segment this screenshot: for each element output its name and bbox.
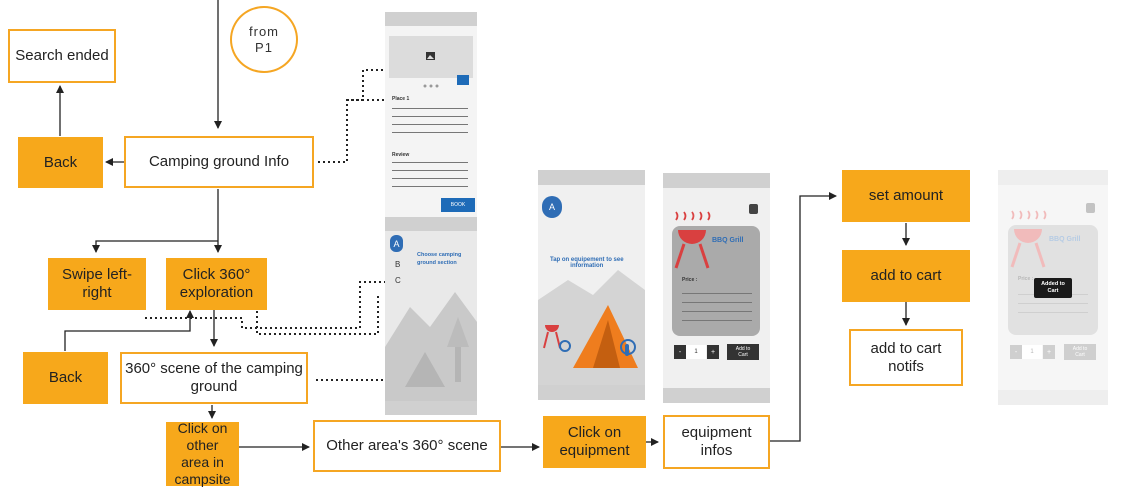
add-to-cart-node: add to cart bbox=[842, 250, 970, 302]
swipe-node: Swipe left- right bbox=[48, 258, 146, 310]
back-top-node: Back bbox=[18, 137, 103, 188]
back-top-label: Back bbox=[43, 153, 78, 171]
qty-value-faded[interactable]: 1 bbox=[1022, 345, 1042, 359]
qty-minus-faded[interactable]: - bbox=[1010, 345, 1022, 359]
equipment-infos-node: equipment infos bbox=[663, 415, 770, 469]
swipe-label: Swipe left- right bbox=[61, 266, 133, 301]
arrow-info-to-swipe bbox=[92, 240, 218, 253]
section-option-a[interactable]: A bbox=[390, 235, 403, 252]
back-mid-label: Back bbox=[48, 369, 83, 386]
wireframe-grill: BBQ Grill Price : - 1 + Add to Cart bbox=[663, 173, 770, 403]
arrow-scene-to-back bbox=[64, 330, 134, 351]
choose-section-hint: Choose camping ground section bbox=[417, 252, 462, 266]
scene360-node: 360° scene of the camping ground bbox=[120, 352, 308, 404]
trash-icon[interactable] bbox=[749, 204, 758, 214]
add-to-cart-button[interactable]: Add to Cart bbox=[727, 344, 759, 360]
grill-icon-faded bbox=[1010, 210, 1047, 268]
set-amount-label: set amount bbox=[868, 187, 944, 204]
section-option-c[interactable]: C bbox=[395, 276, 401, 285]
arrow-scene-to-click360 bbox=[134, 310, 194, 332]
from-p1-circle: from P1 bbox=[230, 6, 298, 73]
search-ended-node: Search ended bbox=[8, 29, 116, 83]
wireframe-cart-topbar bbox=[998, 170, 1108, 185]
cart-grill-title: BBQ Grill bbox=[1049, 236, 1081, 243]
cart-price-label: Price : bbox=[1018, 276, 1034, 282]
grill-icon bbox=[674, 211, 711, 269]
other-area-scene-label: Other area's 360° scene bbox=[326, 437, 488, 454]
wireframe-grill-topbar bbox=[663, 173, 770, 188]
info-place-label: Place 1 bbox=[392, 96, 410, 102]
qty-plus-button[interactable]: + bbox=[707, 345, 719, 359]
add-to-cart-notifs-node: add to cart notifs bbox=[849, 329, 963, 386]
set-amount-node: set amount bbox=[842, 170, 970, 222]
scene360-label: 360° scene of the camping ground bbox=[125, 360, 303, 395]
book-button[interactable]: BOOK bbox=[441, 198, 475, 212]
click-other-area-label: Click on other area in campsite bbox=[174, 420, 231, 487]
back-mid-node: Back bbox=[23, 352, 108, 404]
grill-price-label: Price : bbox=[682, 277, 698, 283]
wireframe-cart-bottombar bbox=[998, 390, 1108, 405]
tap-hand-icon bbox=[620, 339, 636, 356]
tap-equipment-hint: Tap on equipement to see information bbox=[550, 257, 624, 269]
wireframe-tap-equipment: A Tap on equipement to see information bbox=[538, 170, 645, 400]
share-button[interactable] bbox=[457, 75, 469, 85]
camping-ground-info-node: Camping ground Info bbox=[124, 136, 314, 188]
wireframe-info-topbar bbox=[385, 12, 477, 26]
equipment-infos-label: equipment infos bbox=[681, 424, 752, 459]
wireframe-section-topbar bbox=[385, 217, 477, 231]
grill-title: BBQ Grill bbox=[712, 237, 744, 244]
grill-card bbox=[672, 226, 760, 336]
wireframe-info: Place 1 Review BOOK bbox=[385, 12, 477, 217]
wireframe-section: A B C Choose camping ground section bbox=[385, 217, 477, 415]
grill-icon-small bbox=[543, 325, 571, 352]
info-review-label: Review bbox=[392, 152, 410, 158]
tap-screen-badge[interactable]: A bbox=[542, 196, 562, 218]
info-image-placeholder bbox=[389, 36, 473, 78]
click-equipment-node: Click on equipment bbox=[543, 416, 646, 468]
wireframe-tap-bottombar bbox=[538, 385, 645, 400]
added-to-cart-toast: Added to Cart bbox=[1034, 278, 1072, 298]
camping-ground-info-label: Camping ground Info bbox=[148, 153, 290, 170]
wireframe-grill-bottombar bbox=[663, 388, 770, 403]
image-icon bbox=[426, 52, 435, 60]
click360-node: Click 360° exploration bbox=[166, 258, 267, 310]
wireframe-tap-topbar bbox=[538, 170, 645, 185]
tent-scene-illustration bbox=[538, 270, 645, 400]
section-option-b[interactable]: B bbox=[395, 260, 401, 269]
qty-minus-button[interactable]: - bbox=[674, 345, 686, 359]
click-other-area-node: Click on other area in campsite bbox=[166, 420, 239, 487]
from-p1-label: from P1 bbox=[249, 23, 279, 55]
qty-plus-faded[interactable]: + bbox=[1043, 345, 1055, 359]
arrow-infos-to-set-amount bbox=[769, 192, 837, 442]
dotted-click360-to-wireframe-2 bbox=[256, 293, 379, 335]
add-to-cart-label: add to cart bbox=[870, 267, 942, 284]
trash-icon-faded[interactable] bbox=[1086, 203, 1095, 213]
click360-label: Click 360° exploration bbox=[179, 266, 254, 301]
add-to-cart-faded[interactable]: Add to Cart bbox=[1064, 344, 1096, 360]
other-area-scene-node: Other area's 360° scene bbox=[313, 420, 501, 472]
qty-value[interactable]: 1 bbox=[686, 345, 706, 359]
search-ended-label: Search ended bbox=[15, 47, 109, 64]
carousel-dots bbox=[423, 84, 439, 88]
add-to-cart-notifs-label: add to cart notifs bbox=[870, 339, 942, 375]
wireframe-section-bottombar bbox=[385, 401, 477, 415]
dotted-info-to-wireframe bbox=[318, 69, 418, 163]
click-equipment-label: Click on equipment bbox=[559, 424, 630, 459]
dotted-click360-to-wireframe bbox=[145, 281, 393, 329]
campground-illustration bbox=[385, 292, 477, 407]
